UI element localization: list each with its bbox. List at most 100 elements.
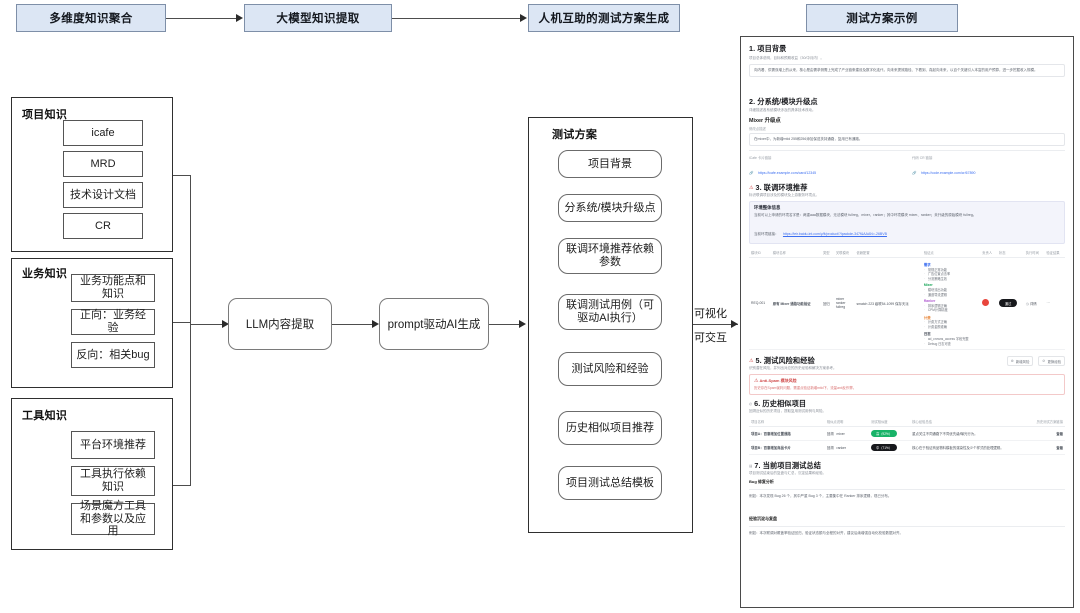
avatar <box>982 299 990 307</box>
point-tag: 回溯 <box>826 432 834 437</box>
doc-env-title: 环境整体信息 <box>754 205 781 211</box>
doc-section-2-subheading: Mixer 升级点 <box>749 118 781 125</box>
plan-item-similar-projects[interactable]: 历史相似项目推荐 <box>558 411 662 445</box>
connector-plan-to-doc <box>693 324 738 325</box>
pipeline-stage-3[interactable]: 人机互助的测试方案生成 <box>528 4 680 32</box>
node-scene-cube-tool-params-label: 场景魔方工具和参数以及应用 <box>80 500 146 538</box>
table-row[interactable]: 项目A：百意增加位置通路 回溯 mixer 高（92%） 重点关注不同通路下不同… <box>749 426 1065 442</box>
doc-section-2-links: iCafe 卡片链接 🔗 https://icafe.example.com/c… <box>749 155 1065 180</box>
node-icafe-label: icafe <box>91 126 115 139</box>
cell-status[interactable]: 通过 <box>996 257 1024 351</box>
table-row[interactable]: REQ-001 原有 Mixer 通路功能验证 回归 mixer ranker … <box>749 257 1065 351</box>
cell-detail-link[interactable]: 详情 <box>1029 301 1037 306</box>
link-icon: 🔗 <box>912 171 917 176</box>
node-tech-design-doc-label: 技术设计文档 <box>70 188 136 201</box>
table-header-row: 项目名称 相似点说明 测试相似度 核心经验总结 历史测试方案链接 <box>749 417 1065 428</box>
group-business-knowledge-title: 业务知识 <box>22 268 68 280</box>
th-related: 关联模块 <box>833 247 855 258</box>
tag-group-title: 需求 <box>923 263 931 268</box>
doc-cr-link-row[interactable]: 🔗 https://code.example.com/cr/67890 <box>912 161 1065 179</box>
th-plan-link: 历史测试方案链接 <box>1020 417 1065 428</box>
doc-section-1-heading: 1. 项目背景 <box>749 44 787 53</box>
pipeline-stage-2[interactable]: 大模型知识提取 <box>244 4 392 32</box>
doc-risk-text: 历史存在Spam误判问题，需重点验证新增mtid下，流量anti反作弊。 <box>754 385 857 390</box>
node-scene-cube-tool-params[interactable]: 场景魔方工具和参数以及应用 <box>71 500 155 538</box>
node-business-feature-knowledge[interactable]: 业务功能点和知识 <box>71 274 155 302</box>
plan-item-env-dependency[interactable]: 联调环境推荐依赖参数 <box>558 238 662 274</box>
doc-section-1-body-box: 向内看、供需双增上的从来，核心是由需求侧需上完成了产业链条建设及数字化连代，向未… <box>749 63 1065 77</box>
node-platform-env-recommend-label: 平台环境推荐 <box>80 438 146 451</box>
th-core-experience: 核心经验总结 <box>910 417 1021 428</box>
tag-item: 计费方式正确 <box>924 320 978 325</box>
connector-llm-to-prompt <box>332 324 374 325</box>
doc-section-7-head: ▤ 7. 当前项目测试总结 <box>749 461 1065 471</box>
plan-item-module-upgrade[interactable]: 分系统/模块升级点 <box>558 194 662 222</box>
process-prompt-gen-label: prompt驱动AI生成 <box>387 319 481 331</box>
node-tool-exec-dependency[interactable]: 工具执行依赖知识 <box>71 466 155 496</box>
point-tag: 回溯 <box>826 446 834 451</box>
process-llm-extract[interactable]: LLM内容提取 <box>228 298 332 350</box>
doc-icafe-link[interactable]: https://icafe.example.com/card/12345 <box>757 171 817 176</box>
plan-item-summary-template[interactable]: 项目测试总结模板 <box>558 466 662 500</box>
plan-item-risk-experience[interactable]: 测试风险和经验 <box>558 352 662 386</box>
node-cr[interactable]: CR <box>63 213 143 239</box>
node-cr-label: CR <box>95 219 111 232</box>
cell-project-name: 项目A：百意增加位置通路 <box>749 426 825 442</box>
point-tag: ranker <box>836 446 847 451</box>
doc-cr-link[interactable]: https://code.example.com/cr/67890 <box>920 171 976 176</box>
cell-module-name: 原有 Mixer 通路功能验证 <box>770 257 821 351</box>
tag-item: 排序逻辑正确 <box>924 304 978 309</box>
node-positive-business-experience-label: 正向：业务经验 <box>80 309 146 334</box>
node-tech-design-doc[interactable]: 技术设计文档 <box>63 182 143 208</box>
related-item: mixer <box>835 297 845 302</box>
add-risk-button[interactable]: ⊗ 新增风险 <box>1006 356 1034 367</box>
th-project-name: 项目名称 <box>749 417 825 428</box>
cell-view-link[interactable]: 查看 <box>1020 426 1065 442</box>
cell-core-experience: 核心在于验证商品物料模板的渲染性及少个样式的处理逻辑。 <box>910 440 1021 456</box>
cell-type: 回归 <box>820 257 834 351</box>
process-llm-extract-label: LLM内容提取 <box>245 319 315 331</box>
connector-tool-to-bus <box>173 485 191 486</box>
related-item: ranker <box>835 301 846 306</box>
plan-item-project-background[interactable]: 项目背景 <box>558 150 662 178</box>
node-mrd[interactable]: MRD <box>63 151 143 177</box>
node-icafe[interactable]: icafe <box>63 120 143 146</box>
doc-section-7-heading: 7. 当前项目测试总结 <box>754 461 821 471</box>
cell-view-link[interactable]: 查看 <box>1020 440 1065 456</box>
pipeline-connector-2 <box>392 18 520 19</box>
group-test-plan-title: 测试方案 <box>552 129 598 141</box>
plan-item-test-cases[interactable]: 联调测试用例（可驱动AI执行） <box>558 294 662 330</box>
th-owner: 负责人 <box>980 247 997 258</box>
pipeline-stage-1[interactable]: 多维度知识聚合 <box>16 4 166 32</box>
node-positive-business-experience[interactable]: 正向：业务经验 <box>71 309 155 335</box>
doc-section-5-heading: 5. 测试风险和经验 <box>755 356 815 366</box>
cell-module-id: REQ-001 <box>749 257 771 351</box>
node-platform-env-recommend[interactable]: 平台环境推荐 <box>71 431 155 459</box>
tag-item: 模块流出功能 <box>924 288 978 293</box>
node-negative-related-bug[interactable]: 反向：相关bug <box>71 342 155 368</box>
doc-experience-text: 例如：本次联调对覆盖率验证回归，验证状态额与全程的对齐，建议后续增强自动化校验数… <box>749 530 903 535</box>
doc-section-7-sub: 项目测试结束后的复盘与汇总，沉淀结果和经验。 <box>749 471 826 476</box>
cell-result[interactable]: ⋯ <box>1044 257 1065 351</box>
cell-exec-time[interactable]: ◷ 详情 <box>1023 257 1045 351</box>
doc-icafe-link-row[interactable]: 🔗 https://icafe.example.com/card/12345 <box>749 161 902 179</box>
replace-experience-button[interactable]: ⊘ 更换经验 <box>1038 356 1065 367</box>
replace-experience-label: 更换经验 <box>1047 359 1061 364</box>
document-preview-panel[interactable]: 1. 项目背景 项目总体说明，目标和预期收益（30/中月内）。 向内看、供需双增… <box>740 36 1074 608</box>
add-risk-label: 新增风险 <box>1015 359 1030 364</box>
table-row[interactable]: 项目B：百意增加商品卡片 回溯 ranker 中（71%） 核心在于验证商品物料… <box>749 440 1065 456</box>
cell-related: mixer ranker fullreg <box>833 257 855 351</box>
tag-item: 分流策略生效 <box>924 277 978 282</box>
doc-bug-text: 例如：本次发现 Bug 26 个，其中严重 Bug 3 个，主要集中在 Rank… <box>749 493 892 498</box>
doc-env-info-box: 环境整体信息 当前可以上申请的环境名字是：两重aaa数据模块、无法模块 full… <box>749 201 1065 244</box>
process-prompt-gen[interactable]: prompt驱动AI生成 <box>379 298 489 350</box>
connector-left-bus <box>190 175 191 486</box>
doc-env-text: 当前可以上申请的环境名字是：两重aaa数据模块、无法模块 fullreg、mix… <box>754 213 977 218</box>
tag-item: Debug 日志可查 <box>924 342 978 347</box>
doc-section-2-sub: 详细描述各系统模块涉及的具体技术改动。 <box>749 108 816 113</box>
doc-risk-title: ⚠ Anti-Spam 模块风险 <box>754 378 1060 384</box>
tag-group-title: 日志 <box>923 332 931 337</box>
pipeline-stage-4[interactable]: 测试方案示例 <box>806 4 958 32</box>
doc-env-link[interactable]: https://ieir.baidu-int.com/y/lt/product/… <box>782 231 887 236</box>
doc-bug-heading: Bug 修复分析 <box>749 479 774 485</box>
